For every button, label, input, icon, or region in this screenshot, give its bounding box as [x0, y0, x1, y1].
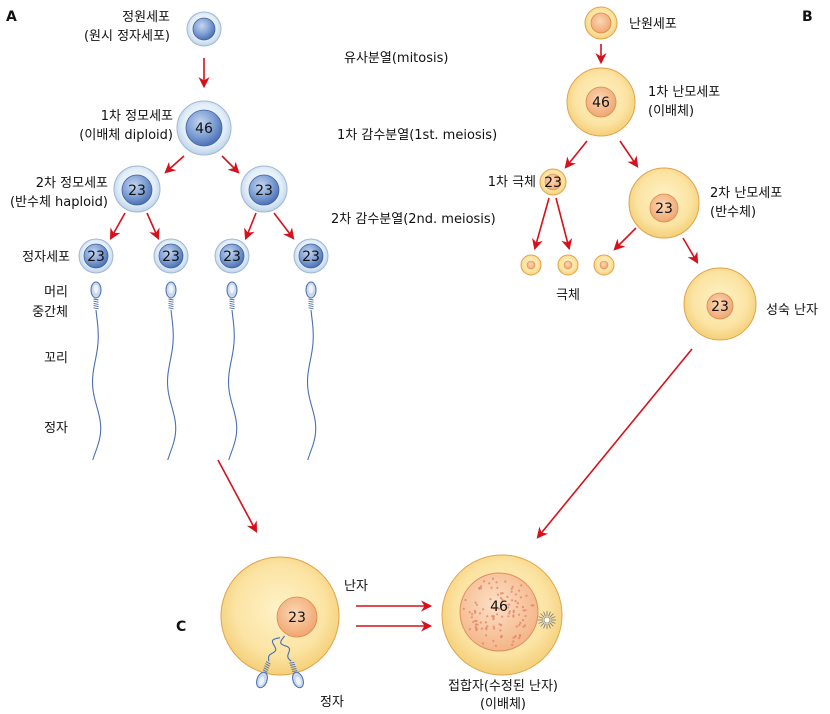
sperm-entry-starburst: [538, 611, 556, 629]
spermatogonium-alt-label: (원시 정자세포): [84, 29, 170, 44]
arrow-secondary-to-spermatid: [273, 212, 295, 240]
mature-ovum-label: 성숙 난자: [766, 303, 818, 318]
spermatid-cell: 23: [153, 238, 189, 274]
meiosis2-label: 2차 감수분열(2nd. meiosis): [331, 212, 496, 227]
primary-spermatocyte-cell: 46: [176, 100, 232, 156]
first-polar-body-label: 1차 극체: [488, 175, 536, 190]
secondary-oocyte-label: 2차 난모세포: [710, 186, 782, 201]
section-label-c: C: [176, 619, 186, 635]
arrow-primary-to-first-polar: [564, 140, 588, 169]
secondary-spermatocyte-cell: 23: [240, 165, 288, 213]
spermatid-number: 23: [87, 249, 105, 265]
sperm-midpiece-label: 중간체: [32, 305, 68, 320]
sperm-cell: [256, 637, 281, 689]
primary-oocyte-cell: 46: [566, 67, 636, 137]
sperm-cell: [280, 635, 304, 689]
sperm-tail-label: 꼬리: [44, 351, 68, 366]
sperm-cell: [165, 281, 177, 461]
section-label-b: B: [802, 9, 813, 25]
mature-ovum-cell: 23: [683, 267, 757, 341]
spermatid-number: 23: [162, 249, 180, 265]
sperm-cell: [226, 281, 238, 461]
primary-spermatocyte-number: 46: [195, 121, 213, 137]
fertilizing-sperm-label: 정자: [320, 695, 344, 710]
mitosis-label: 유사분열(mitosis): [344, 51, 448, 66]
egg-cell: 23: [220, 556, 340, 676]
first-polar-body-cell: 23: [539, 168, 567, 196]
secondary-oocyte-note: (반수체): [710, 205, 756, 220]
primary-oocyte-number: 46: [592, 95, 610, 111]
fertilizing-sperm-group: [256, 635, 304, 689]
arrow-first-polar-to-polar: [532, 197, 550, 251]
primary-spermatocyte-label: 1차 정모세포: [101, 109, 173, 124]
zygote-cell: 46: [441, 554, 563, 676]
arrow-secondary-to-spermatid: [146, 212, 160, 241]
arrow-first-polar-to-polar: [555, 197, 573, 251]
spermatid-number: 23: [302, 249, 320, 265]
meiosis1-label: 1차 감수분열(1st. meiosis): [337, 128, 497, 143]
secondary-spermatocyte-number: 23: [128, 183, 146, 199]
primary-spermatocyte-note: (이배체 diploid): [79, 128, 173, 143]
egg-label: 난자: [344, 579, 368, 594]
arrow-mature-to-zygote: [536, 348, 693, 539]
spermatid-label: 정자세포: [22, 250, 70, 265]
arrow-secondary-oocyte-to-polar: [613, 227, 637, 251]
secondary-oocyte-cell: 23: [628, 167, 700, 239]
arrow-primary-to-secondary-right: [221, 155, 240, 174]
arrow-secondary-to-spermatid: [109, 212, 126, 240]
sperm-cell: [305, 281, 317, 461]
spermatogonium-label: 정원세포: [122, 10, 170, 25]
secondary-oocyte-number: 23: [655, 201, 673, 217]
primary-oocyte-label: 1차 난모세포: [648, 85, 720, 100]
polar-body-cell: [557, 254, 579, 276]
sperm-cell: [90, 281, 102, 461]
first-polar-body-number: 23: [544, 175, 562, 191]
arrow-sperm-to-fertilization: [217, 459, 258, 533]
secondary-spermatocyte-note: (반수체 haploid): [10, 195, 108, 210]
oogonium-cell: [584, 6, 618, 40]
arrow-secondary-oocyte-to-mature: [682, 237, 699, 264]
sperm-label: 정자: [44, 421, 68, 436]
secondary-spermatocyte-number: 23: [255, 183, 273, 199]
zygote-label: 접합자(수정된 난자): [448, 679, 558, 694]
spermatid-cell: 23: [214, 238, 250, 274]
spermatid-cell: 23: [293, 238, 329, 274]
secondary-spermatocyte-cell: 23: [113, 165, 161, 213]
egg-number: 23: [288, 610, 306, 626]
mature-ovum-number: 23: [711, 299, 729, 315]
primary-oocyte-note: (이배체): [648, 104, 694, 119]
polar-body-cell: [520, 254, 542, 276]
zygote-nucleus-dots: [462, 577, 535, 648]
secondary-spermatocyte-label: 2차 정모세포: [36, 176, 108, 191]
arrow-primary-to-secondary-oocyte: [619, 140, 639, 168]
sperm-head-label: 머리: [44, 285, 68, 300]
spermatid-number: 23: [223, 249, 241, 265]
arrow-primary-to-secondary-left: [164, 155, 185, 174]
polar-body-cell: [593, 254, 615, 276]
zygote-note: (이배체): [480, 697, 526, 712]
zygote-number: 46: [490, 599, 508, 615]
section-label-a: A: [6, 9, 17, 25]
spermatid-cell: 23: [78, 238, 114, 274]
oogonium-label: 난원세포: [629, 17, 677, 32]
sperm-row: [90, 281, 317, 461]
arrow-secondary-to-spermatid: [244, 212, 257, 241]
polar-bodies-label: 극체: [556, 288, 580, 303]
spermatogonium-cell: [186, 11, 222, 47]
